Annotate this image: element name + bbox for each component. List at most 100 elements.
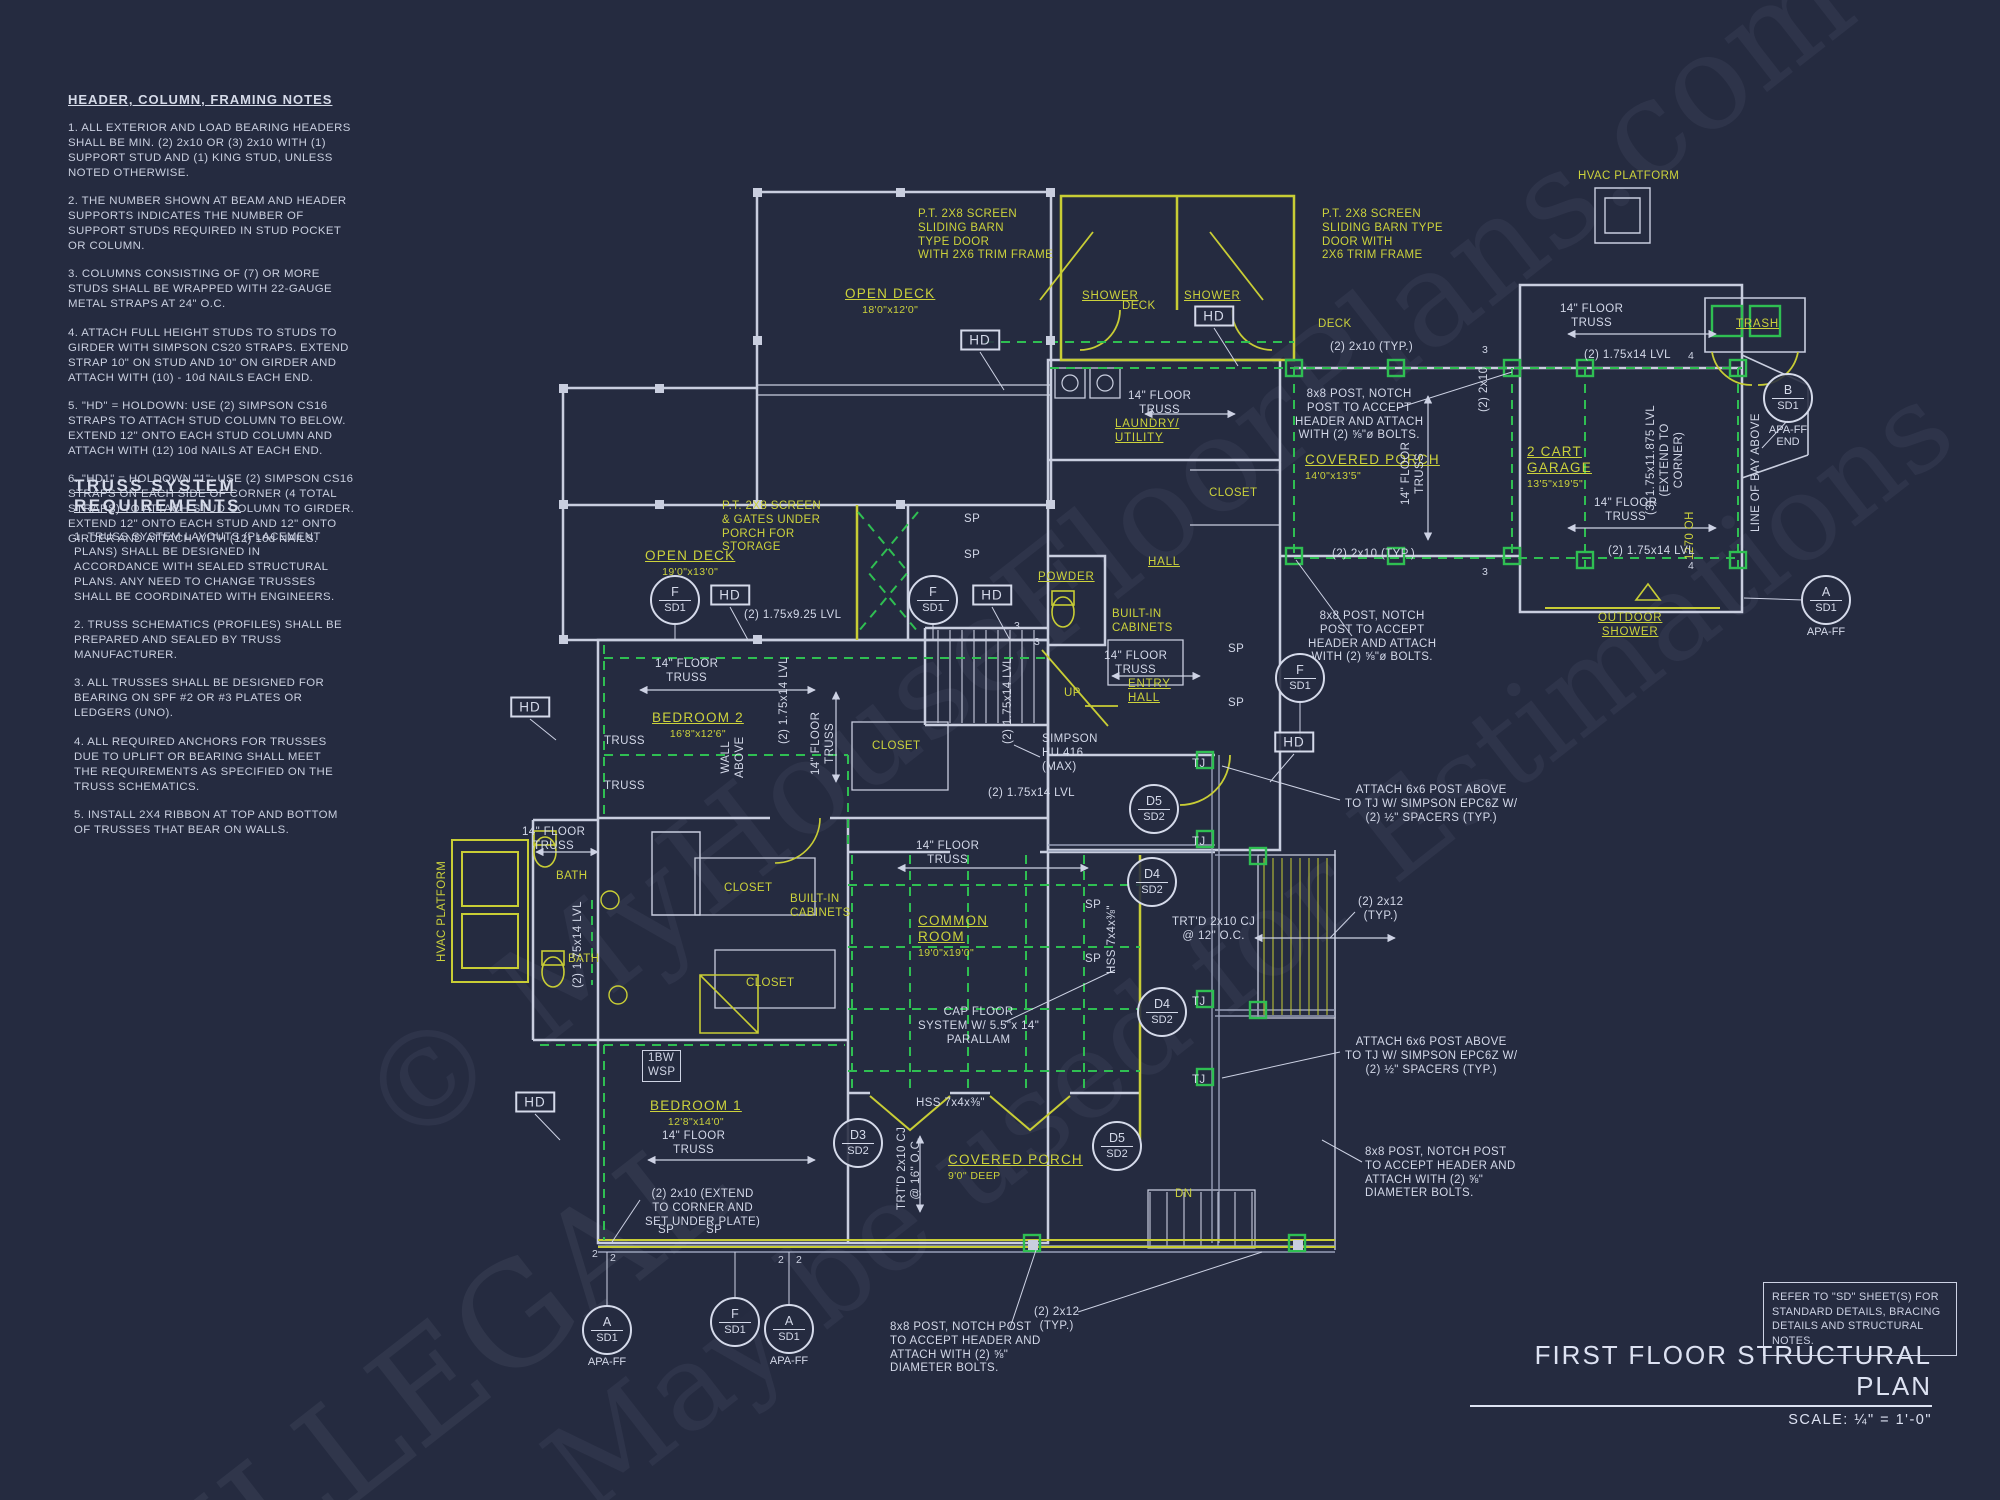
plan-label: 2	[610, 1252, 617, 1264]
plan-label: 14" FLOOR TRUSS	[1560, 303, 1624, 329]
sheet-scale: SCALE: ¼" = 1'-0"	[1788, 1412, 1932, 1428]
holdown-hd-marker: HD	[960, 329, 1000, 351]
plan-label: TJ	[1192, 836, 1206, 848]
plan-label: (2) 1.75x14 LVL	[1584, 349, 1671, 361]
plan-label: DECK	[1122, 300, 1156, 312]
plan-label: 8x8 POST, NOTCH POST TO ACCEPT HEADER AN…	[1365, 1146, 1516, 1200]
plan-label: 14" FLOOR TRUSS	[810, 711, 836, 775]
plan-label: SHOWER	[1082, 290, 1139, 302]
plan-label: HSS 7x4x⅜"	[916, 1097, 985, 1109]
plan-label: SP	[964, 549, 981, 561]
plan-label: (2) 1.75x9.25 LVL	[744, 609, 842, 621]
plan-label: BATH	[556, 870, 588, 882]
plan-label: HVAC PLATFORM	[436, 860, 448, 962]
plan-label: ATTACH 6x6 POST ABOVE TO TJ W/ SIMPSON E…	[1345, 784, 1518, 824]
plan-label: CLOSET	[1209, 487, 1258, 499]
plan-label: LAUNDRY/ UTILITY	[1115, 418, 1180, 444]
plan-label: TRT'D 2x10 CJ @ 12" O.C.	[1172, 916, 1256, 942]
note-item: 2. THE NUMBER SHOWN AT BEAM AND HEADER S…	[68, 195, 347, 253]
plan-label: 8x8 POST, NOTCH POST TO ACCEPT HEADER AN…	[1295, 388, 1424, 442]
holdown-hd-marker: HD	[1194, 305, 1234, 327]
note-item: 1. ALL EXTERIOR AND LOAD BEARING HEADERS…	[68, 122, 351, 180]
plan-label: 2	[796, 1254, 803, 1266]
plan-label: (2) 1.75x14 LVL	[778, 657, 790, 744]
framing-notes-panel: HEADER, COLUMN, FRAMING NOTES 1. ALL EXT…	[68, 92, 360, 560]
plan-label: P.T. 2X8 SCREEN & GATES UNDER PORCH FOR …	[722, 500, 822, 554]
plan-label: WALL ABOVE	[720, 736, 746, 778]
plan-label: (2) 1.75x14 LVL	[988, 787, 1075, 799]
plan-label: 14" FLOOR TRUSS	[1128, 390, 1192, 416]
truss-notes-title: TRUSS SYSTEM REQUIREMENTS	[74, 476, 241, 515]
sheet-title: FIRST FLOOR STRUCTURAL PLAN	[1470, 1340, 1932, 1407]
note-item: 2. TRUSS SCHEMATICS (PROFILES) SHALL BE …	[74, 619, 342, 662]
dimension-arrows	[535, 329, 1717, 1213]
plan-label: CLOSET	[872, 740, 921, 752]
note-item: 3. ALL TRUSSES SHALL BE DESIGNED FOR BEA…	[74, 677, 325, 720]
note-item: 3. COLUMNS CONSISTING OF (7) OR MORE STU…	[68, 268, 332, 311]
plan-label: OUTDOOR SHOWER	[1598, 612, 1663, 638]
plan-label: (2) 1.75x14 LVL	[572, 901, 584, 988]
post-squares-white	[559, 188, 1303, 1250]
plan-label: CAP FLOOR SYSTEM W/ 5.5"x 14" PARALLAM	[918, 1006, 1040, 1046]
plan-label: (2) 2x12 (TYP.)	[1034, 1306, 1080, 1332]
plan-label: P.T. 2X8 SCREEN SLIDING BARN TYPE DOOR W…	[1322, 208, 1443, 262]
plan-label: 14" FLOOR TRUSS	[1594, 497, 1658, 523]
plan-label: BUILT-IN CABINETS	[1112, 608, 1173, 634]
plan-label: 8x8 POST, NOTCH POST TO ACCEPT HEADER AN…	[1308, 610, 1437, 664]
plan-label: SP	[658, 1224, 675, 1236]
plan-label: TJ	[1192, 996, 1206, 1008]
note-item: 1. TRUSS SYSTEM LAYOUTS (PLACEMENT PLANS…	[74, 531, 335, 604]
plan-label: TRT'D 2x10 CJ @ 16" O.C.	[896, 1126, 922, 1210]
plan-label: CLOSET	[746, 977, 795, 989]
plan-label: (2) 2x10 (EXTEND TO CORNER AND SET UNDER…	[645, 1188, 761, 1228]
note-item: 5. "HD" = HOLDOWN: USE (2) SIMPSON CS16 …	[68, 399, 346, 457]
plan-label: 2	[592, 1248, 599, 1260]
plan-label: TJ	[1192, 758, 1206, 770]
plan-label: DN	[1175, 1188, 1193, 1200]
plan-label: SHOWER	[1184, 290, 1241, 302]
truss-notes-panel: TRUSS SYSTEM REQUIREMENTS 1. TRUSS SYSTE…	[74, 476, 342, 851]
post-squares-green	[1022, 304, 1782, 1253]
framing-notes-title: HEADER, COLUMN, FRAMING NOTES	[68, 92, 333, 107]
plan-label: (2) 2x10 (TYP.)	[1330, 341, 1414, 353]
plan-label: 14" FLOOR TRUSS	[655, 658, 719, 684]
plan-label: 3	[1482, 566, 1489, 578]
plan-label: 1BW WSP	[642, 1050, 682, 1082]
plan-label: UP	[1064, 687, 1081, 699]
plan-label: SP	[706, 1224, 723, 1236]
plan-label: (2) 2x10 (TYP.)	[1332, 548, 1416, 560]
plan-label: CLOSET	[724, 882, 773, 894]
framing-notes-list: 1. ALL EXTERIOR AND LOAD BEARING HEADERS…	[68, 121, 360, 547]
plan-label: 14" FLOOR TRUSS	[1400, 441, 1426, 505]
plan-label: 14" FLOOR TRUSS	[916, 840, 980, 866]
plan-label: 14" FLOOR TRUSS	[522, 826, 586, 852]
leader-lines	[529, 327, 1804, 1329]
plan-label: (2) 2x10	[1478, 366, 1490, 412]
plan-label: 3	[1034, 636, 1041, 648]
plan-label: TRASH	[1736, 318, 1779, 330]
holdown-hd-marker: HD	[710, 584, 750, 606]
holdown-hd-marker: HD	[1274, 731, 1314, 753]
plan-label: HSS 7x4x⅜"	[1106, 905, 1118, 974]
plan-label: BUILT-IN CABINETS	[790, 893, 851, 919]
plan-label: 14" FLOOR TRUSS	[1104, 650, 1168, 676]
plan-label: 8x8 POST, NOTCH POST TO ACCEPT HEADER AN…	[890, 1321, 1041, 1375]
plan-label: P.T. 2X8 SCREEN SLIDING BARN TYPE DOOR W…	[918, 208, 1054, 262]
beams-green-dashed	[540, 341, 1742, 1240]
plan-label: SP	[964, 513, 981, 525]
